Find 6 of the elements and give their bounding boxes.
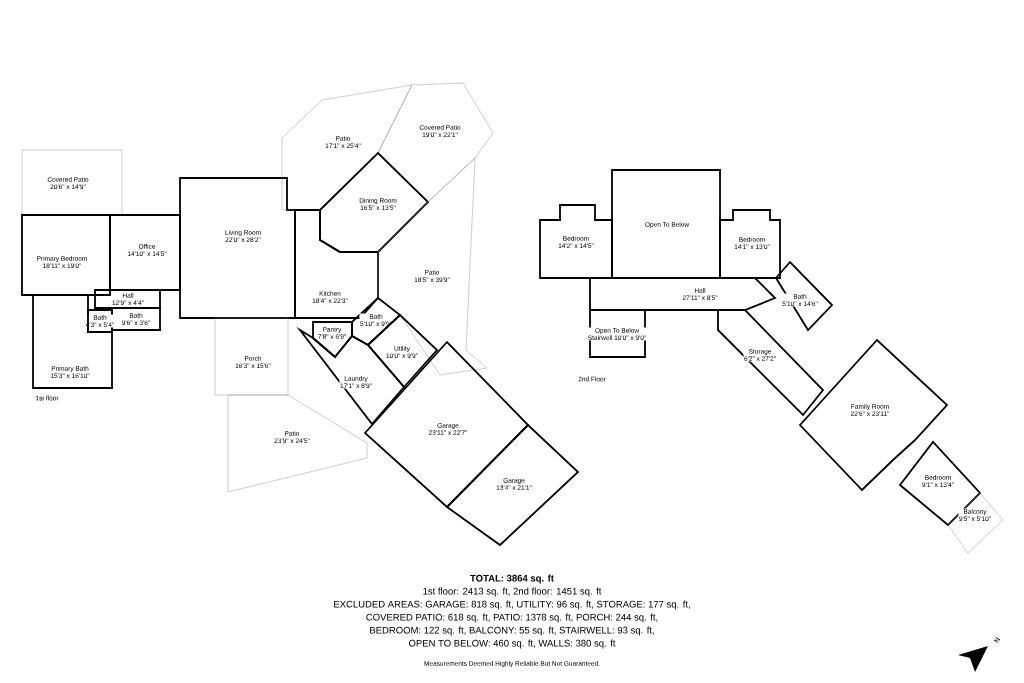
area-summary: OPEN TO BELOW: 460 sq. ft, WALLS: 380 sq. ft bbox=[409, 639, 616, 649]
area-summary: TOTAL: 3864 sq. ft bbox=[470, 574, 554, 584]
area-summary: COVERED PATIO: 618 sq. ft, PATIO: 1378 sq. ft, PORCH: 244 sq. ft, bbox=[366, 613, 658, 623]
area-summary: EXCLUDED AREAS: GARAGE: 818 sq. ft, UTILITY: 96 sq. ft, STORAGE: 177 sq. ft, bbox=[334, 600, 690, 610]
area-summary: BEDROOM: 122 sq. ft, BALCONY: 55 sq. ft, STAIRWELL: 93 sq. ft, bbox=[370, 626, 654, 636]
area-summary: 1st floor: 2413 sq. ft, 2nd floor: 1451 sq. ft bbox=[423, 587, 602, 597]
